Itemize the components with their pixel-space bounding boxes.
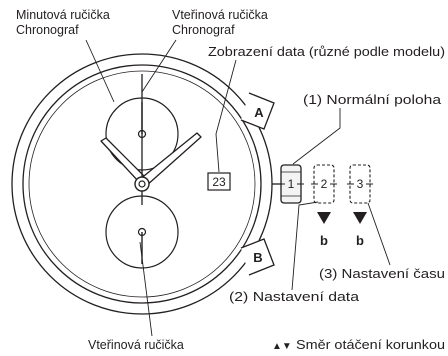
crown-position-3[interactable]: 3 (347, 164, 373, 204)
direction-mark: b (320, 233, 328, 248)
direction-mark: b (356, 233, 364, 248)
leader-second-hand-bottom (139, 241, 153, 337)
pusher-a-label: A (254, 105, 264, 120)
leader-normal-position (292, 108, 341, 165)
label-second-hand-bottom: Vteřinová ručička (88, 338, 184, 352)
date-window (207, 172, 231, 191)
direction-down-icon (317, 212, 331, 224)
crown-position-1-label: 1 (288, 177, 295, 191)
hour-hand (100, 137, 147, 183)
pusher-b[interactable]: B (240, 238, 275, 276)
label-date-setting: (2) Nastavení data (229, 290, 359, 304)
crown-position-2[interactable]: 2 (311, 164, 337, 204)
leader-minute-hand (85, 39, 115, 103)
label-normal-position: (1) Normální poloha (303, 93, 441, 107)
label-minute-hand-line2: Chronograf (16, 23, 79, 37)
case-inner-ring (22, 64, 262, 304)
legend-rotation-direction: Směr otáčení korunkou (296, 338, 445, 352)
leader-date-setting (291, 201, 319, 291)
leader-date-display (215, 59, 237, 173)
label-minute-hand-line1: Minutová ručička (16, 8, 110, 22)
center-pin (138, 180, 146, 188)
legend-arrows-icon: ▲▼ (272, 341, 292, 352)
label-second-hand-line2: Chronograf (172, 23, 235, 37)
crown-position-3-label: 3 (357, 177, 364, 191)
direction-down-icon (353, 212, 367, 224)
leader-second-hand (141, 39, 177, 93)
label-second-hand-line1: Vteřinová ručička (172, 8, 268, 22)
label-date-display: Zobrazení data (různé podle modelu) (208, 45, 445, 59)
leader-time-setting (367, 202, 391, 266)
label-time-setting: (3) Nastavení času (319, 267, 445, 281)
leader-lines (85, 39, 391, 337)
date-value: 23 (212, 175, 226, 189)
dial-edge (28, 70, 256, 298)
main-hands (100, 74, 202, 205)
crown-position-1[interactable]: 1 (278, 164, 304, 204)
pusher-b-label: B (253, 250, 262, 265)
pusher-a[interactable]: A (240, 92, 275, 130)
minute-hand (138, 132, 202, 187)
crown-position-2-label: 2 (321, 177, 328, 191)
